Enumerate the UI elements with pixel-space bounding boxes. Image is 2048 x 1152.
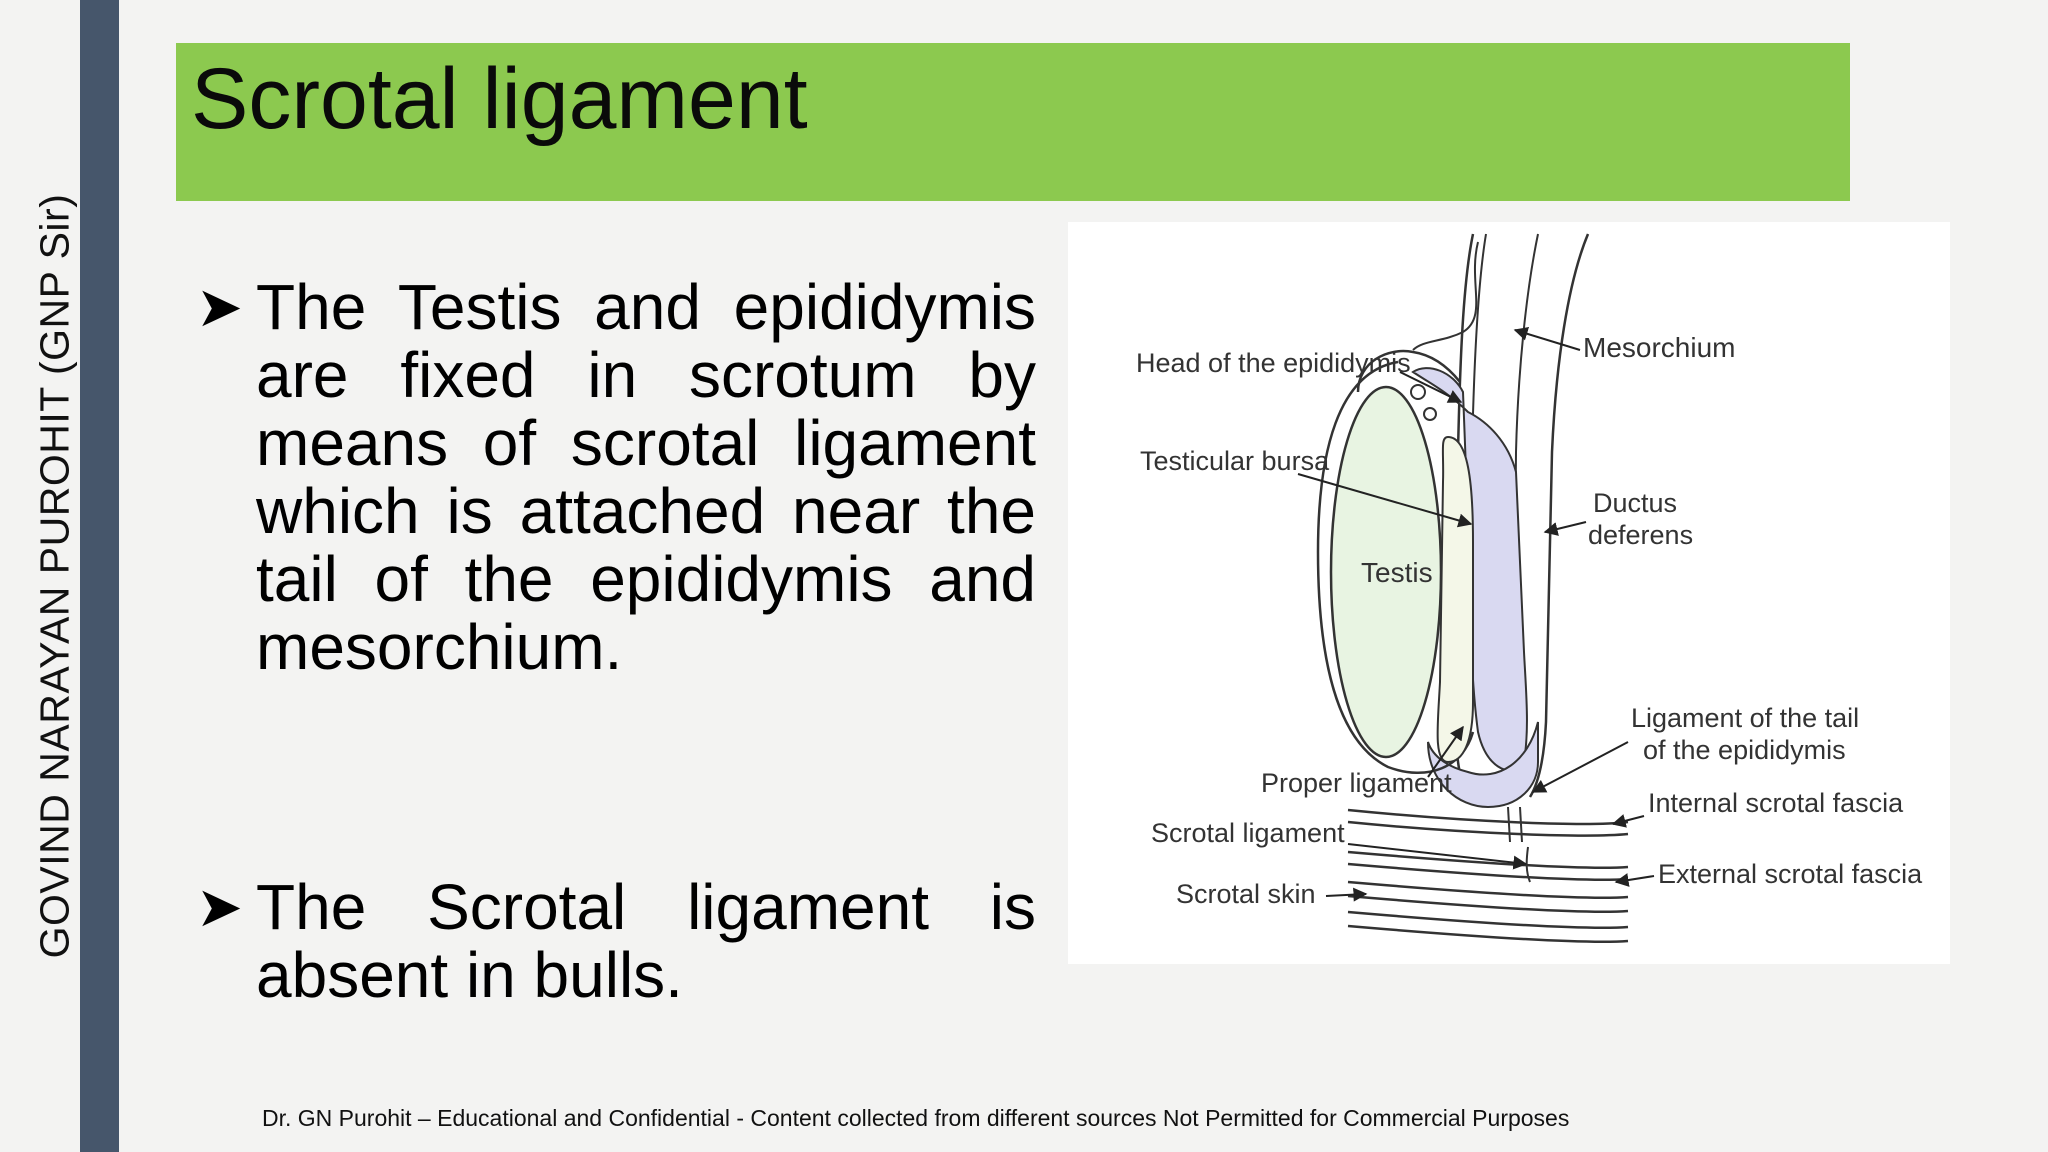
scrotal-layer [1347, 894, 1629, 914]
scrotal-layer [1347, 820, 1629, 837]
left-accent-bar [80, 0, 119, 1152]
arrow-bullet-icon: ➤ [196, 875, 243, 938]
pointer-head [1399, 371, 1463, 403]
pointer-bursa [1297, 473, 1473, 528]
label-external-fascia: External scrotal fascia [1658, 859, 1923, 889]
label-scrotal-skin: Scrotal skin [1176, 879, 1316, 909]
label-testis: Testis [1361, 557, 1433, 588]
label-lig-tail-2: of the epididymis [1643, 735, 1846, 765]
head-coil [1410, 384, 1426, 400]
arrow-bullet-icon: ➤ [196, 275, 243, 338]
author-name: GOVIND NARAYAN PUROHIT (GNP Sir) [31, 193, 78, 959]
cord-outline-right [1528, 233, 1590, 798]
scrotal-layer [1347, 924, 1629, 944]
ductus-tube [1513, 233, 1539, 683]
scrotal-ligament-bridge [1507, 806, 1531, 883]
scrotal-layer [1347, 910, 1629, 930]
pointer-skin [1325, 887, 1368, 902]
pointer-external [1614, 873, 1655, 887]
head-epididymis-outline [1356, 349, 1461, 393]
label-ductus-2: deferens [1588, 520, 1693, 550]
slide-title: Scrotal ligament [191, 51, 808, 147]
label-testicular-bursa: Testicular bursa [1140, 446, 1330, 476]
scrotal-layer [1347, 862, 1629, 882]
pointer-lig-tail [1531, 741, 1629, 793]
scrotal-layer [1347, 808, 1629, 826]
pointer-scrotal-lig [1347, 843, 1528, 870]
bullet-text: The Testis and epididymis are fixed in s… [256, 271, 1036, 683]
footer-disclaimer: Dr. GN Purohit – Educational and Confide… [262, 1105, 1570, 1131]
label-scrotal-ligament: Scrotal ligament [1151, 818, 1345, 848]
scrotal-layer [1347, 880, 1629, 900]
label-internal-fascia: Internal scrotal fascia [1648, 788, 1904, 818]
label-proper-ligament: Proper ligament [1261, 768, 1452, 798]
head-coil [1423, 407, 1437, 421]
epididymis-tail [1427, 721, 1539, 809]
pointer-ductus [1543, 521, 1587, 536]
bullet-item: ➤ The Scrotal ligament is absent in bull… [196, 873, 1036, 1009]
pointer-mesorchium [1513, 327, 1581, 351]
mesorchium-line [1412, 241, 1479, 351]
label-ductus-1: Ductus [1593, 488, 1677, 518]
anatomy-diagram: Mesorchium Head of the epididymis Testic… [1068, 222, 1950, 964]
bullet-item: ➤ The Testis and epididymis are fixed in… [196, 273, 1036, 681]
bullet-text: The Scrotal ligament is absent in bulls. [256, 871, 1036, 1011]
label-lig-tail-1: Ligament of the tail [1631, 703, 1859, 733]
pointer-proper [1427, 725, 1464, 778]
title-band [176, 43, 1850, 201]
label-head-epididymis: Head of the epididymis [1136, 348, 1411, 378]
vertical-author-label: GOVIND NARAYAN PUROHIT (GNP Sir) [0, 0, 80, 1152]
bursa-outline [1316, 360, 1475, 775]
label-mesorchium: Mesorchium [1583, 332, 1735, 363]
pointer-internal [1611, 814, 1645, 828]
epididymis-body-outline [1436, 435, 1474, 764]
